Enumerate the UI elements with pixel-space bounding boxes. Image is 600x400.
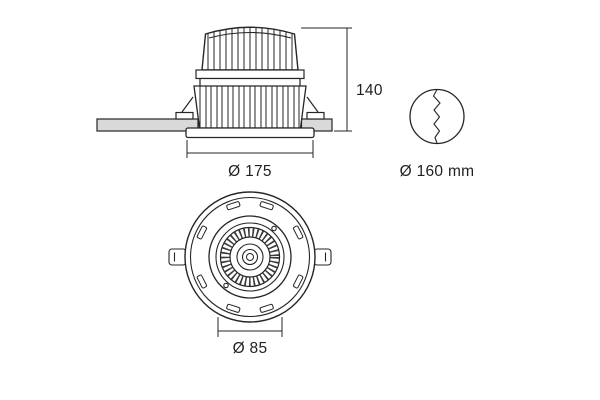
led-ring [236,243,264,271]
spring-clip-left [175,96,194,120]
heatsink-dome [201,26,299,71]
led-center [246,253,254,261]
spring-clip-right [306,96,325,120]
led-chip-ring [241,248,259,266]
flange-inner-ring [189,196,311,318]
lens-diameter-label: Ø 85 [233,340,268,357]
bezel-screw-2 [223,282,229,289]
front-view [168,191,332,337]
outer-diameter-label: Ø 175 [228,163,272,180]
reflector-outer-edge [219,226,281,288]
lamp-body [193,85,307,129]
trim-bezel [185,127,315,139]
cutout-diameter-label: Ø 160 mm [400,163,475,180]
height-dimension [301,27,352,132]
mount-tab-left [168,248,187,266]
driver-housing [195,69,305,88]
outer-diameter-dimension [186,140,314,158]
reflector-facet-ring [221,228,279,286]
lens-diameter-dimension [217,317,283,337]
fixing-slot-ring [196,201,304,313]
bezel-outer [208,215,292,299]
cutout-break-line [432,89,441,144]
reflector-inner-edge [229,236,271,278]
flange-outer-ring [184,191,316,323]
bezel-inner [215,222,285,292]
side-section-view [96,26,352,158]
mount-tab-right [313,248,332,266]
cutout-detail-view [409,88,465,145]
bezel-screw-1 [271,225,277,232]
ceiling-left [96,118,199,132]
height-dimension-label: 140 [356,82,383,99]
